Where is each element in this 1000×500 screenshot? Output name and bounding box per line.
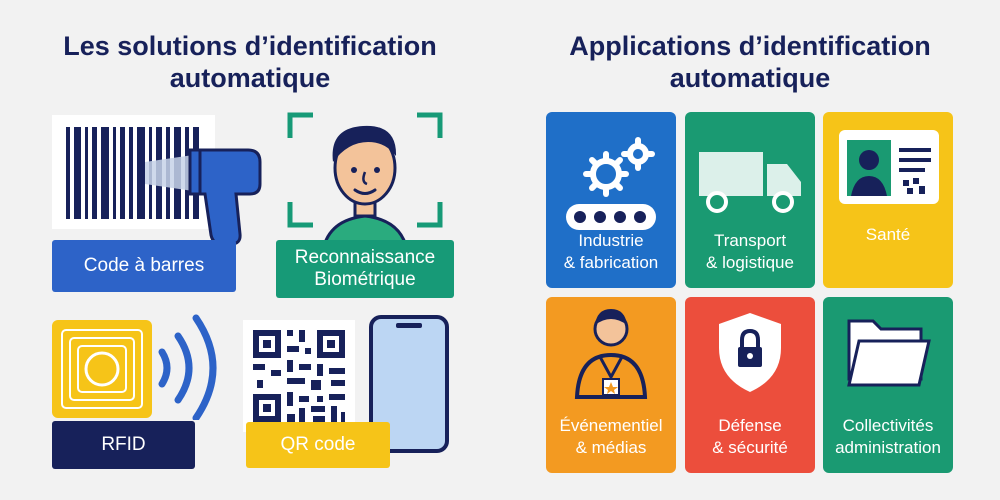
left-section-title: Les solutions d’identification automatiq… <box>20 30 480 94</box>
rfid-label: RFID <box>52 421 195 469</box>
left-title-line-2: automatique <box>169 63 331 93</box>
tile-sante: Santé <box>823 112 953 288</box>
biometric-label-line-2: Biométrique <box>314 269 416 290</box>
biometric-label: Reconnaissance Biométrique <box>276 240 454 298</box>
tile-collectivites: Collectivités administration <box>823 297 953 473</box>
tile-defense-line-1: Défense <box>718 416 782 435</box>
qr-phone-icon <box>243 315 449 453</box>
right-section-title: Applications d’identification automatiqu… <box>520 30 980 94</box>
tile-transport-label: Transport & logistique <box>685 230 815 274</box>
right-title-line-1: Applications d’identification <box>569 31 931 61</box>
tile-transport-line-1: Transport <box>713 231 787 250</box>
folder-icon <box>847 319 931 387</box>
tile-evenementiel-label: Événementiel & médias <box>546 415 676 459</box>
tile-defense-label: Défense & sécurité <box>685 415 815 459</box>
badge-person-icon <box>574 309 648 399</box>
rfid-tag-icon <box>52 314 217 420</box>
tile-industrie: Industrie & fabrication <box>546 112 676 288</box>
tile-defense: Défense & sécurité <box>685 297 815 473</box>
tile-industrie-line-2: & fabrication <box>563 253 659 272</box>
truck-icon <box>699 152 801 213</box>
left-title-line-1: Les solutions d’identification <box>63 31 437 61</box>
tile-transport: Transport & logistique <box>685 112 815 288</box>
qr-label: QR code <box>246 422 390 468</box>
tile-evenementiel: Événementiel & médias <box>546 297 676 473</box>
id-card-icon <box>839 130 939 204</box>
qr-label-text: QR code <box>280 434 356 455</box>
face-scan-icon <box>287 112 443 250</box>
tile-evenementiel-line-1: Événementiel <box>559 416 663 435</box>
tile-collectivites-label: Collectivités administration <box>823 415 953 459</box>
shield-lock-icon <box>719 313 781 392</box>
right-title-line-2: automatique <box>669 63 831 93</box>
rfid-label-text: RFID <box>101 434 146 455</box>
tile-defense-line-2: & sécurité <box>712 438 788 457</box>
tile-industrie-label: Industrie & fabrication <box>546 230 676 274</box>
tile-collectivites-line-1: Collectivités <box>842 416 934 435</box>
gears-conveyor-icon <box>566 137 656 230</box>
tile-sante-line-1: Santé <box>865 225 911 244</box>
tile-evenementiel-line-2: & médias <box>575 438 647 457</box>
tile-industrie-line-1: Industrie <box>578 231 644 250</box>
tile-sante-label: Santé <box>823 224 953 246</box>
barcode-label-text: Code à barres <box>83 255 205 276</box>
barcode-scanner-icon <box>52 115 262 246</box>
biometric-label-line-1: Reconnaissance <box>294 247 436 268</box>
tile-transport-line-2: & logistique <box>706 253 794 272</box>
barcode-label: Code à barres <box>52 240 236 292</box>
tile-collectivites-line-2: administration <box>835 438 941 457</box>
